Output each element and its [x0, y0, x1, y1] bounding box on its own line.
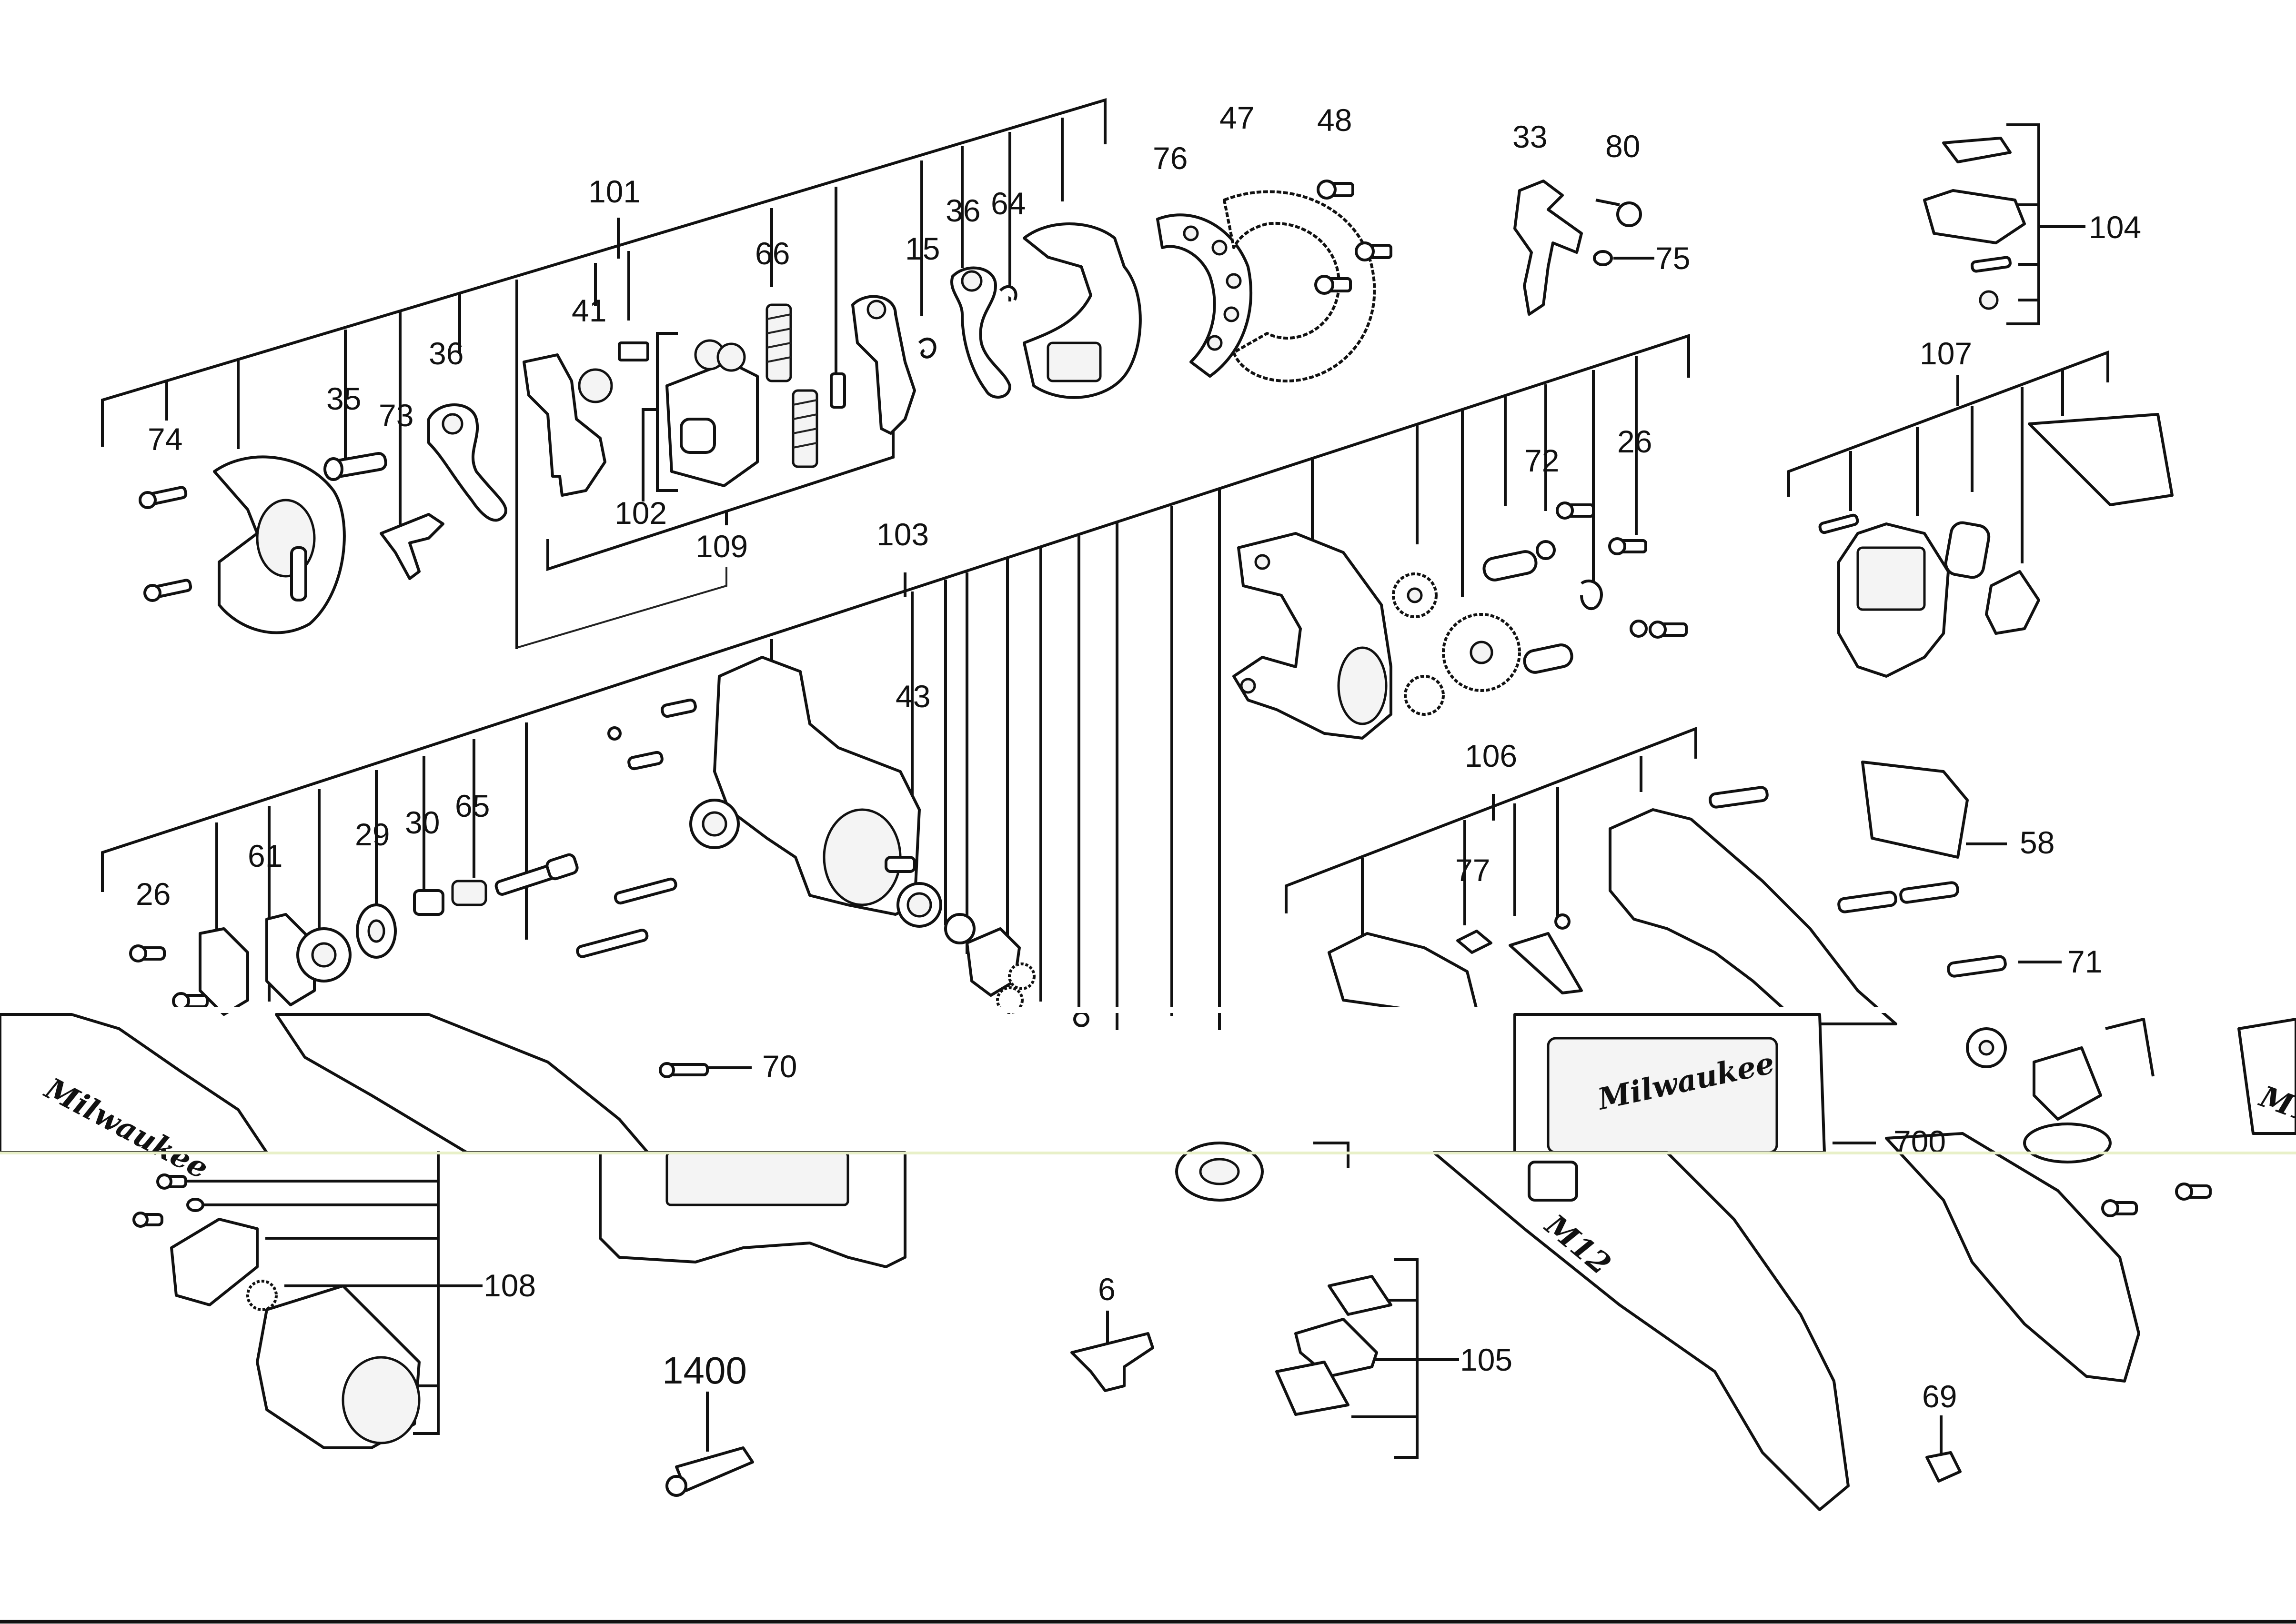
spur-gears-part — [1392, 501, 1688, 716]
part-label-73: 73 — [379, 398, 413, 433]
part-label-26: 26 — [1617, 424, 1652, 459]
pawl-part — [851, 295, 916, 435]
tool-housing-part — [0, 1013, 2296, 1511]
label-set-part — [1275, 1275, 1392, 1416]
part-label-29: 29 — [355, 817, 390, 852]
ring-gear-part — [1223, 190, 1376, 382]
pin-part — [323, 452, 387, 481]
part-label-58: 58 — [2020, 825, 2054, 860]
part-label-36: 36 — [429, 336, 463, 371]
part-label-77: 77 — [1455, 852, 1490, 888]
part-label-47: 47 — [1219, 100, 1254, 135]
part-label-72: 72 — [1524, 443, 1559, 478]
part-label-26-b: 26 — [136, 876, 171, 912]
part-label-35: 35 — [326, 381, 361, 416]
part-label-41: 41 — [572, 293, 606, 328]
part-label-75: 75 — [1655, 241, 1690, 276]
part-label-101: 101 — [588, 174, 641, 209]
scan-stripe — [0, 1007, 2296, 1013]
part-label-30: 30 — [405, 805, 440, 840]
pivot-part — [1593, 199, 1642, 266]
part-label-61: 61 — [248, 838, 282, 873]
part-label-48: 48 — [1317, 102, 1352, 138]
gear-housing-part — [1023, 222, 1142, 399]
part-label-74: 74 — [148, 421, 182, 457]
part-label-15: 15 — [905, 231, 940, 266]
upper-housing-part — [1328, 761, 2007, 1025]
part-label-104: 104 — [2089, 210, 2141, 245]
part-label-109: 109 — [695, 529, 748, 564]
part-label-76: 76 — [1153, 140, 1188, 176]
part-number-labels: 74 35 73 36 41 101 66 15 36 64 76 47 48 … — [136, 100, 2141, 1414]
trigger-part — [1513, 180, 1583, 316]
spring-part — [765, 303, 818, 468]
link-part — [427, 403, 507, 522]
screw-part — [139, 486, 192, 602]
part-label-1400: 1400 — [662, 1349, 747, 1392]
lever-part — [380, 513, 444, 580]
part-label-64: 64 — [991, 186, 1026, 221]
clip-part-b — [999, 285, 1017, 301]
motor-housing-part — [576, 656, 1089, 1027]
part-label-66: 66 — [755, 236, 790, 271]
part-label-103: 103 — [876, 517, 929, 552]
part-label-33: 33 — [1512, 119, 1547, 154]
bearing-row-part — [129, 853, 579, 1016]
part-label-71: 71 — [2067, 944, 2102, 979]
clip-part — [918, 337, 937, 359]
latch-part — [523, 341, 649, 497]
part-label-105: 105 — [1460, 1342, 1512, 1377]
screw-part-b — [1314, 180, 1392, 295]
key-part — [830, 372, 846, 409]
switch-cover-part — [1923, 137, 2026, 310]
gear-plate-part — [1232, 532, 1392, 740]
leader-lines — [101, 98, 2109, 1459]
part-label-108: 108 — [483, 1268, 536, 1303]
motor-part — [132, 1173, 421, 1449]
part-label-80: 80 — [1605, 129, 1640, 164]
part-label-69: 69 — [1922, 1379, 1957, 1414]
scan-stripe — [0, 1152, 2296, 1154]
switch-assembly-part — [1818, 413, 2174, 678]
part-label-102: 102 — [614, 495, 667, 531]
clamp-block-part — [665, 339, 759, 487]
part-label-107: 107 — [1920, 336, 1972, 371]
part-label-65: 65 — [455, 788, 490, 823]
part-label-43: 43 — [896, 679, 930, 714]
gear-case-part — [213, 455, 346, 634]
link-part-b — [950, 266, 1011, 399]
clip-part-c — [1925, 1451, 1962, 1483]
bracket-part — [1070, 1332, 1154, 1392]
parts-drawings: Milwaukee Milwaukee M12 M12 — [0, 137, 2296, 1511]
part-label-106: 106 — [1465, 738, 1517, 773]
part-label-70: 70 — [762, 1049, 797, 1084]
spacer-plate-part — [1156, 213, 1252, 378]
part-label-6: 6 — [1098, 1272, 1116, 1307]
grease-tube-part — [665, 1446, 754, 1497]
part-label-36-b: 36 — [946, 193, 980, 228]
